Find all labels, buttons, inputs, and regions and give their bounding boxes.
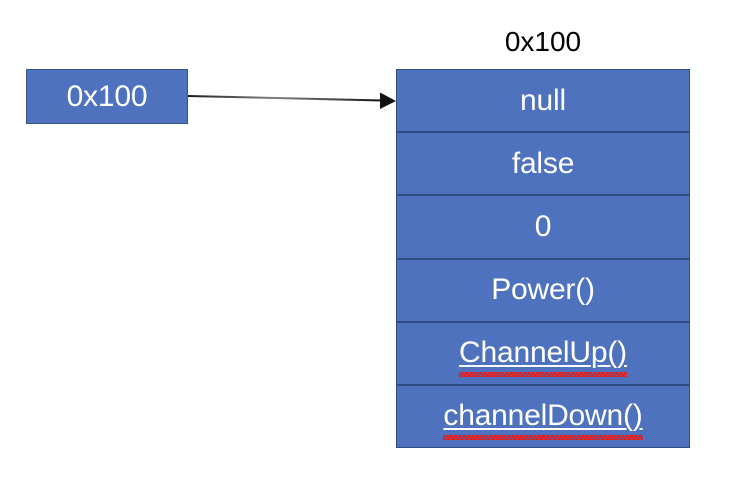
object-method-value: Power()	[491, 273, 595, 307]
object-row-5[interactable]: channelDown()	[397, 386, 689, 447]
pointer-variable-box[interactable]: 0x100	[26, 69, 188, 124]
pointer-variable-label: 0x100	[66, 79, 148, 113]
object-address-title: 0x100	[504, 26, 582, 57]
object-row-4[interactable]: ChannelUp()	[397, 323, 689, 386]
object-method-value: ChannelUp()	[459, 336, 627, 378]
object-field-value: false	[511, 146, 575, 180]
object-row-3[interactable]: Power()	[397, 260, 689, 323]
reference-arrow-icon	[187, 92, 396, 109]
object-table: null false 0 Power() ChannelUp() channel…	[396, 69, 690, 448]
object-row-1[interactable]: false	[397, 133, 689, 197]
object-field-value: null	[520, 83, 566, 117]
object-field-value: 0	[534, 209, 552, 243]
object-row-2[interactable]: 0	[397, 196, 689, 260]
object-row-0[interactable]: null	[397, 70, 689, 134]
object-method-value: channelDown()	[443, 399, 643, 441]
